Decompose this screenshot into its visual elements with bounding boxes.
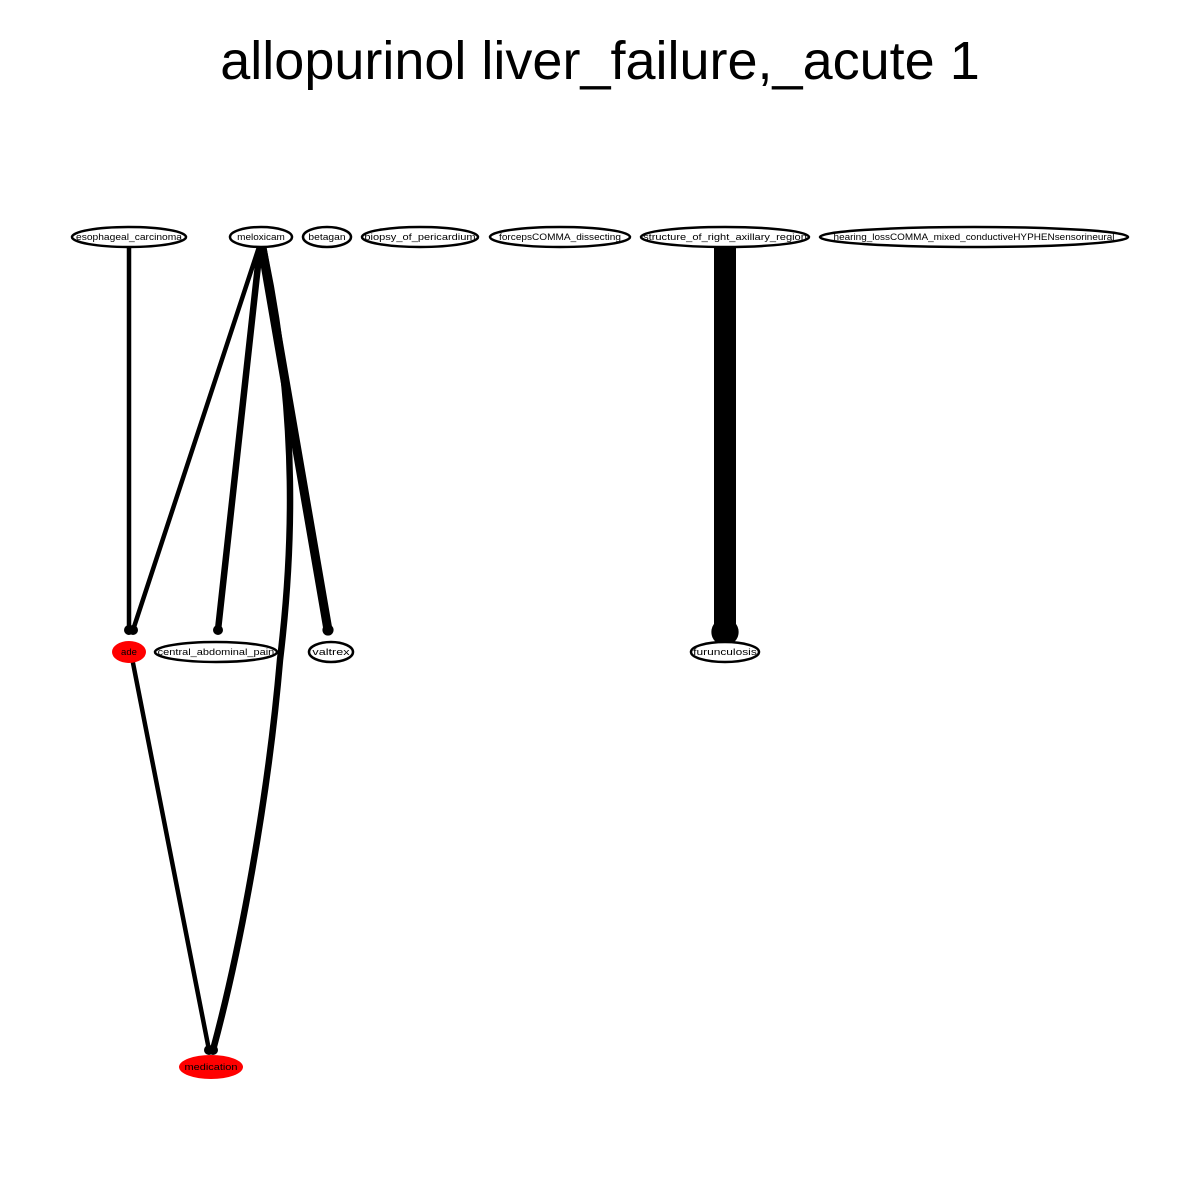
arrowhead-ade-to-medication: [204, 1045, 214, 1055]
nodes-layer: esophageal_carcinoma meloxicam betagan biop…: [70, 225, 1130, 1079]
node-shape-esophageal_carcinoma: [70, 225, 188, 249]
arrowhead-meloxicam-to-valtrex: [322, 624, 334, 636]
node-esophageal_carcinoma: esophageal_carcinoma: [70, 225, 188, 249]
node-shape-meloxicam: [228, 225, 294, 249]
node-central_abdominal_pain: central_abdominal_pain: [153, 640, 279, 664]
node-label-structure_of_right_axillary_region: structure_of_right_axillary_region: [643, 232, 807, 242]
node-furunculosis: furunculosis: [689, 640, 761, 664]
edge-meloxicam-to-medication: [209, 243, 294, 1054]
edges-layer: [124, 236, 739, 1055]
node-label-medication: medication: [185, 1062, 238, 1072]
node-label-meloxicam: meloxicam: [237, 232, 285, 242]
node-shape-valtrex: [307, 640, 355, 664]
node-valtrex: valtrex: [307, 640, 355, 664]
node-biopsy_of_pericardium: biopsy_of_pericardium: [360, 225, 480, 249]
node-shape-ade: [112, 641, 146, 663]
node-shape-hearing_lossCOMMA_mixed_conductiveHYPHENsensorineural: [818, 225, 1130, 249]
node-hearing_lossCOMMA_mixed_conductiveHYPHENsensorineural: hearing_lossCOMMA_mixed_conductiveHYPHEN…: [818, 225, 1130, 249]
node-label-central_abdominal_pain: central_abdominal_pain: [158, 647, 275, 657]
graph-title: allopurinol liver_failure,_acute 1: [220, 31, 980, 91]
node-structure_of_right_axillary_region: structure_of_right_axillary_region: [639, 225, 811, 249]
edge-meloxicam-to-ade: [130, 244, 262, 633]
node-label-hearing_lossCOMMA_mixed_conductiveHYPHENsensorineural: hearing_lossCOMMA_mixed_conductiveHYPHEN…: [834, 232, 1115, 242]
arrowhead-meloxicam-to-ade: [128, 625, 138, 635]
node-meloxicam: meloxicam: [228, 225, 294, 249]
node-label-valtrex: valtrex: [312, 647, 350, 657]
node-medication: medication: [179, 1055, 243, 1079]
node-shape-biopsy_of_pericardium: [360, 225, 480, 249]
node-shape-structure_of_right_axillary_region: [639, 225, 811, 249]
node-label-esophageal_carcinoma: esophageal_carcinoma: [76, 232, 182, 242]
node-ade: ade: [112, 641, 146, 663]
node-label-betagan: betagan: [308, 232, 345, 242]
node-shape-medication: [179, 1055, 243, 1079]
node-shape-furunculosis: [689, 640, 761, 664]
node-label-furunculosis: furunculosis: [693, 647, 757, 657]
edge-ade-to-medication: [130, 660, 212, 1053]
arrowhead-structure_of_right_axillary_region-to-furunculosis: [711, 618, 739, 646]
node-forcepsCOMMA_dissecting: forcepsCOMMA_dissecting: [488, 225, 632, 249]
node-shape-central_abdominal_pain: [153, 640, 279, 664]
node-label-forcepsCOMMA_dissecting: forcepsCOMMA_dissecting: [499, 232, 621, 242]
node-shape-forcepsCOMMA_dissecting: [488, 225, 632, 249]
arrowhead-meloxicam-to-central_abdominal_pain: [213, 625, 223, 635]
node-label-ade: ade: [121, 647, 137, 657]
edge-meloxicam-to-central_abdominal_pain: [214, 243, 264, 634]
node-betagan: betagan: [301, 225, 353, 249]
node-shape-betagan: [301, 225, 353, 249]
node-label-biopsy_of_pericardium: biopsy_of_pericardium: [364, 232, 475, 242]
